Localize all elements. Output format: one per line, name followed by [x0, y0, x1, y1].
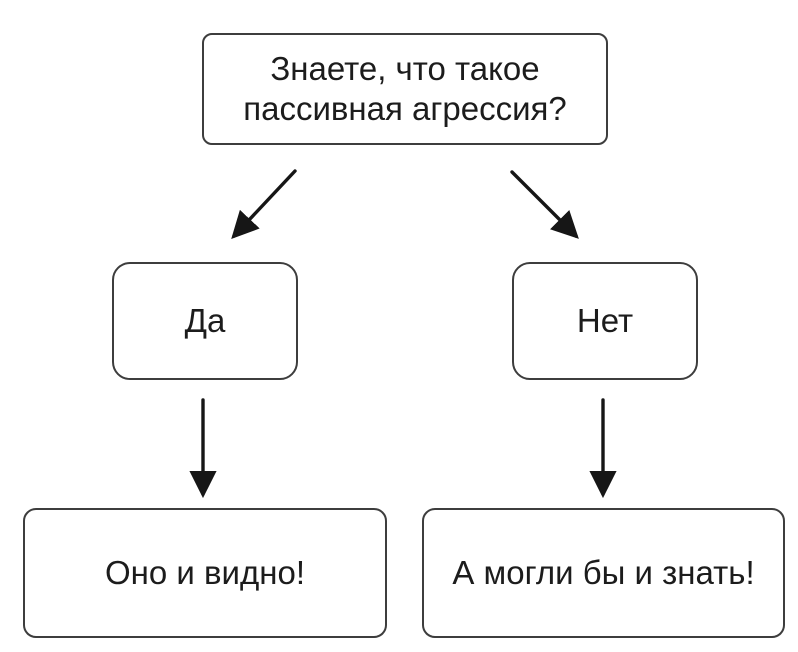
node-yes-label: Да: [184, 301, 226, 339]
node-no-label: Нет: [576, 301, 634, 339]
node-no: Нет: [512, 262, 698, 380]
node-yes-result: Оно и видно!: [23, 508, 387, 638]
node-question-label: Знаете, что такое пассивная агрессия?: [243, 49, 567, 127]
node-question: Знаете, что такое пассивная агрессия?: [202, 33, 608, 145]
node-yes: Да: [112, 262, 298, 380]
node-no-result-label: А могли бы и знать!: [452, 553, 755, 591]
node-yes-result-label: Оно и видно!: [105, 553, 305, 591]
node-no-result: А могли бы и знать!: [422, 508, 785, 638]
edge-question-yes-arrow: [231, 169, 297, 239]
edge-question-no-arrow: [510, 170, 579, 239]
